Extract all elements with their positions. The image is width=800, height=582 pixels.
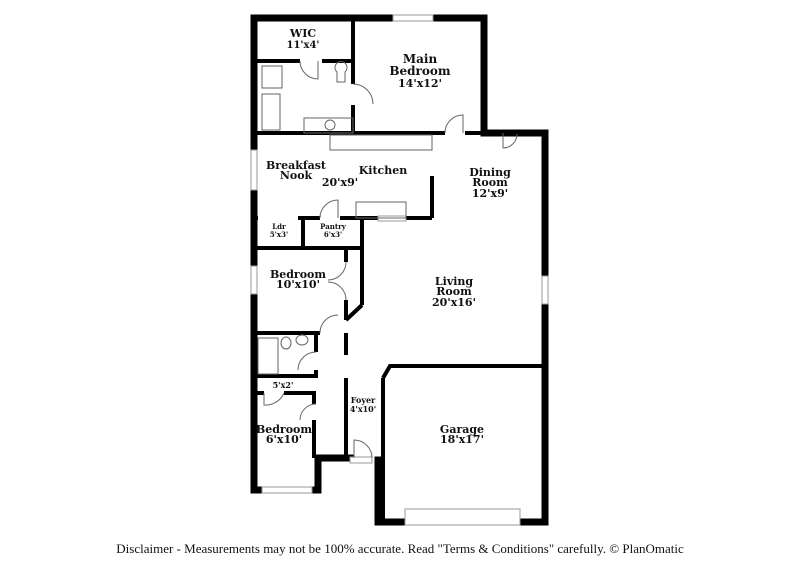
disclaimer: Disclaimer - Measurements may not be 100… (116, 541, 684, 556)
foyer-size: 4'x10' (350, 404, 376, 414)
laundry-size: 5'x3' (270, 230, 288, 239)
room-labels: WIC 11'x4' Main Bedroom 14'x12' Breakfas… (256, 27, 511, 446)
garage-size: 18'x17' (440, 433, 484, 446)
main-bedroom-size: 14'x12' (398, 77, 442, 90)
pantry-label: Pantry (320, 222, 347, 231)
foyer-label: Foyer (351, 395, 376, 405)
interior-walls (254, 18, 545, 522)
kitchen-size: 20'x9' (322, 176, 358, 189)
dining-room-label-2: Room (472, 176, 508, 189)
dining-room-label: Dining (469, 166, 511, 179)
bedroom-3-label: Bedroom (256, 423, 312, 436)
living-room-label-2: Room (436, 285, 472, 298)
living-room-size: 20'x16' (432, 296, 476, 309)
wic-size: 11'x4' (287, 40, 320, 51)
breakfast-nook-label: Breakfast (266, 159, 327, 172)
main-bedroom-label-2: Bedroom (389, 64, 450, 78)
pantry-size: 6'x3' (324, 230, 342, 239)
main-bedroom-label: Main (403, 52, 438, 66)
garage-label: Garage (440, 423, 484, 436)
kitchen-label: Kitchen (359, 164, 408, 177)
dining-room-size: 12'x9' (472, 187, 508, 200)
breakfast-nook-label-2: Nook (280, 169, 313, 182)
bedroom-3-size: 6'x10' (266, 433, 302, 446)
bedroom-2-label: Bedroom (270, 268, 326, 281)
laundry-label: Ldr (272, 222, 286, 231)
closet-size: 5'x2' (273, 380, 294, 390)
wic-label: WIC (289, 27, 316, 40)
bedroom-2-size: 10'x10' (276, 278, 320, 291)
doors-and-fixtures (257, 60, 518, 459)
living-room-label: Living (435, 275, 473, 288)
